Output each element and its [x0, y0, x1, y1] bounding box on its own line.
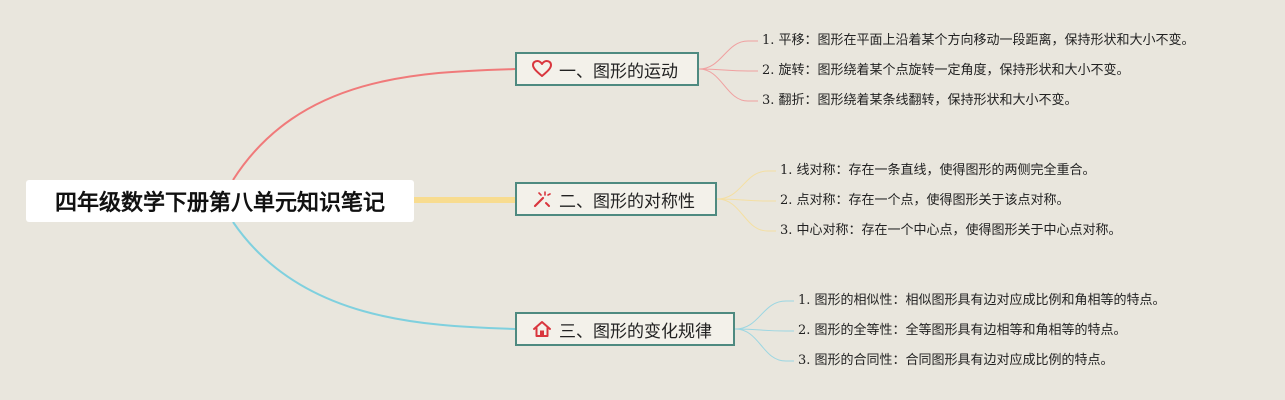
branch-label: 三、图形的变化规律 — [559, 321, 712, 342]
leaf-congruence: 2. 图形的全等性：全等图形具有边相等和角相等的特点。 — [798, 323, 1127, 338]
root-title: 四年级数学下册第八单元知识笔记 — [54, 191, 385, 216]
connector-root-branch-1 — [232, 68, 516, 181]
root-node[interactable]: 四年级数学下册第八单元知识笔记 — [26, 180, 414, 222]
leaf-flip: 3. 翻折：图形绕着某条线翻转，保持形状和大小不变。 — [762, 93, 1078, 108]
connector-branch-1-leaf-2 — [698, 68, 758, 72]
connector-branch-1-leaf-1 — [698, 40, 758, 70]
leaf-similarity: 1. 图形的相似性：相似图形具有边对应成比例和角相等的特点。 — [798, 293, 1166, 308]
leaf-point-symmetry: 2. 点对称：存在一个点，使得图形关于该点对称。 — [780, 193, 1070, 208]
leaf-translation: 1. 平移：图形在平面上沿着某个方向移动一段距离，保持形状和大小不变。 — [762, 33, 1195, 48]
branch-label: 一、图形的运动 — [559, 61, 678, 82]
branch-node-symmetry[interactable]: 二、图形的对称性 — [515, 182, 717, 216]
connector-branch-3-leaf-2 — [734, 328, 794, 332]
leaf-central-symmetry: 3. 中心对称：存在一个中心点，使得图形关于中心点对称。 — [780, 223, 1122, 238]
heart-icon — [531, 58, 553, 80]
house-icon — [531, 318, 553, 340]
branch-node-change-rules[interactable]: 三、图形的变化规律 — [515, 312, 735, 346]
magic-wand-icon — [531, 188, 553, 210]
connector-branch-3-leaf-3 — [734, 328, 794, 362]
connector-branch-3-leaf-1 — [734, 300, 794, 330]
connector-branch-2-leaf-3 — [716, 198, 776, 232]
connector-branch-1-leaf-3 — [698, 68, 758, 102]
branch-label: 二、图形的对称性 — [559, 191, 695, 212]
leaf-equivalence: 3. 图形的合同性：合同图形具有边对应成比例的特点。 — [798, 353, 1114, 368]
leaf-rotation: 2. 旋转：图形绕着某个点旋转一定角度，保持形状和大小不变。 — [762, 63, 1130, 78]
connector-branch-2-leaf-2 — [716, 198, 776, 202]
connector-branch-2-leaf-1 — [716, 170, 776, 200]
leaf-line-symmetry: 1. 线对称：存在一条直线，使得图形的两侧完全重合。 — [780, 163, 1096, 178]
connector-root-branch-3 — [232, 221, 516, 330]
branch-node-motion[interactable]: 一、图形的运动 — [515, 52, 699, 86]
